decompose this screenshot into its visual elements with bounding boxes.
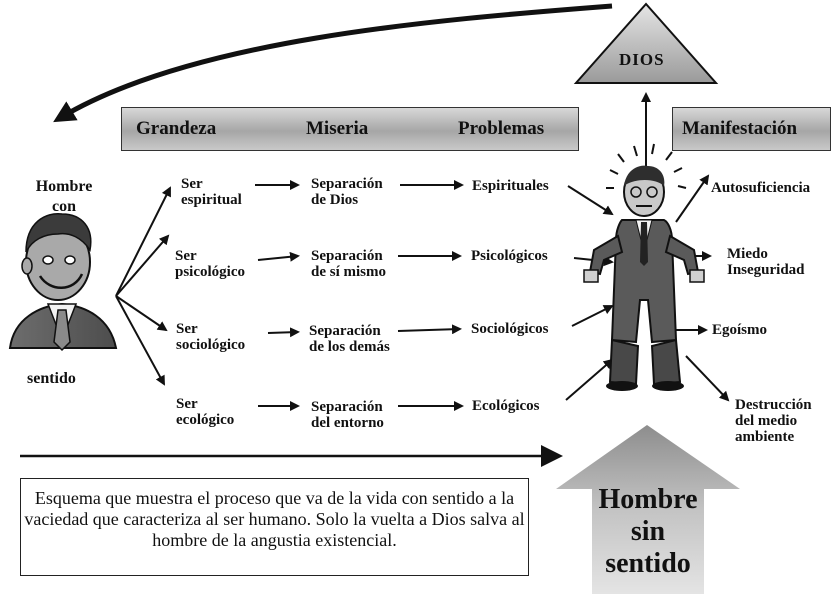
sentido-label: sentido xyxy=(27,370,76,387)
header-manifestacion: Manifestación xyxy=(682,118,798,139)
ser-sociologico-label: Ser sociológico xyxy=(176,321,246,353)
big-arrow-line3: sentido xyxy=(605,548,691,579)
big-arrow-line1: Hombre xyxy=(598,484,698,515)
header-miseria: Miseria xyxy=(306,118,369,139)
hombre-con-label: Hombre con xyxy=(35,178,93,215)
dios-triangle xyxy=(573,2,719,84)
manifestation-arrows xyxy=(675,174,730,402)
fan-arrows xyxy=(115,186,171,386)
separacion-demas-label: Separación de los demás xyxy=(309,323,390,355)
caption-box: Esquema que muestra el proceso que va de… xyxy=(20,478,529,576)
problem-arrows xyxy=(565,185,614,401)
ser-espiritual-label: Ser espiritual xyxy=(181,176,242,208)
ser-psicologico-label: Ser psicológico xyxy=(175,248,245,280)
separacion-dios-label: Separación de Dios xyxy=(311,176,383,208)
header-bar xyxy=(121,107,579,151)
espirituales-label: Espirituales xyxy=(472,178,549,194)
ser-ecologico-label: Ser ecológico xyxy=(176,396,235,428)
header-grandeza: Grandeza xyxy=(136,118,217,139)
sociologicos-label: Sociológicos xyxy=(471,321,549,337)
big-arrow-line2: sin xyxy=(630,516,666,547)
stressed-man-icon xyxy=(583,143,705,391)
ecologicos-label: Ecológicos xyxy=(472,398,540,414)
return-arrow xyxy=(53,3,613,123)
miedo-inseguridad-label: Miedo Inseguridad xyxy=(727,246,805,278)
destruccion-medio-ambiente-label: Destrucción del medio ambiente xyxy=(735,397,812,445)
psicologicos-label: Psicológicos xyxy=(471,248,548,264)
header-problemas: Problemas xyxy=(458,118,545,139)
row-arrows xyxy=(255,180,464,411)
dios-label: DIOS xyxy=(619,50,665,69)
header-manifestacion-box xyxy=(672,107,831,151)
separacion-si-mismo-label: Separación de sí mismo xyxy=(311,248,386,280)
egoismo-label: Egoísmo xyxy=(712,322,768,338)
autosuficiencia-label: Autosuficiencia xyxy=(711,180,811,196)
hombre-sin-sentido-arrow xyxy=(556,425,740,594)
happy-man-icon xyxy=(8,213,118,352)
separacion-entorno-label: Separación del entorno xyxy=(311,399,384,431)
